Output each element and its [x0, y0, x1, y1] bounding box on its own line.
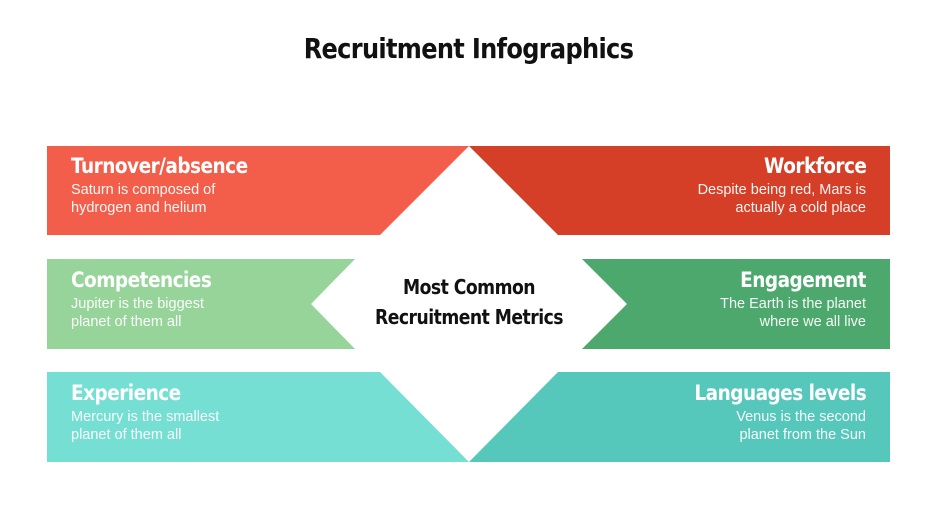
turnover-band [47, 146, 469, 235]
page-title: Recruitment Infographics [303, 32, 634, 65]
item-languages: Languages levels Venus is the second pla… [671, 380, 866, 444]
item-desc-line2: planet of them all [71, 427, 182, 443]
item-desc-line1: Venus is the second [736, 409, 866, 425]
item-desc-line2: actually a cold place [735, 200, 866, 216]
item-desc-line1: Despite being red, Mars is [697, 182, 866, 198]
item-desc-line2: hydrogen and helium [71, 200, 207, 216]
item-workforce: Workforce Despite being red, Mars is act… [697, 153, 867, 217]
workforce-band [469, 146, 890, 235]
item-desc-line1: The Earth is the planet [720, 296, 866, 312]
item-desc-line1: Mercury is the smallest [71, 409, 220, 425]
center-line2: Recruitment Metrics [374, 305, 564, 329]
item-title: Competencies [71, 268, 212, 292]
item-desc-line2: where we all live [759, 314, 866, 330]
item-title: Languages levels [694, 381, 866, 405]
item-title: Workforce [763, 154, 867, 178]
languages-band [469, 372, 890, 462]
center-label: Most Common Recruitment Metrics [340, 272, 598, 332]
item-experience: Experience Mercury is the smallest plane… [71, 380, 219, 444]
item-desc-line2: planet from the Sun [739, 427, 866, 443]
engagement-band [582, 259, 890, 349]
item-turnover: Turnover/absence Saturn is composed of h… [71, 153, 272, 217]
item-competencies: Competencies Jupiter is the biggest plan… [71, 267, 230, 331]
center-line1: Most Common [402, 275, 536, 299]
item-title: Turnover/absence [71, 154, 248, 178]
item-desc-line1: Saturn is composed of [71, 182, 216, 198]
experience-band [47, 372, 469, 462]
item-desc-line1: Jupiter is the biggest [71, 296, 204, 312]
item-title: Engagement [740, 268, 866, 292]
item-engagement: Engagement The Earth is the planet where… [720, 267, 866, 331]
competencies-band [47, 259, 355, 349]
item-title: Experience [71, 381, 181, 405]
item-desc-line2: planet of them all [71, 314, 182, 330]
